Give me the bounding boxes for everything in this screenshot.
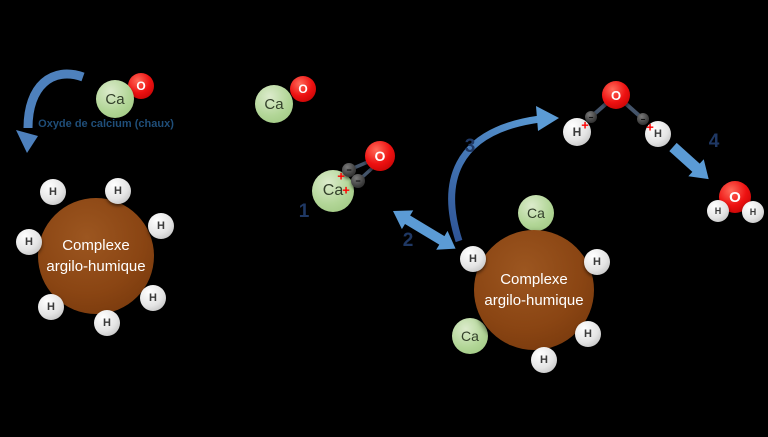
electron-charge-dot: − [351,174,365,188]
curved-arrow-lime-head-icon [16,130,38,153]
calcium-atom: Ca [96,80,134,118]
hydrogen-atom: H [575,321,601,347]
hydrogen-atom: H [584,249,610,275]
electron-charge-dot: − [342,163,356,177]
hydrogen-atom: H [94,310,120,336]
hydrogen-atom: H [531,347,557,373]
hydrogen-atom: H [16,229,42,255]
hydrogen-atom: H [563,118,591,146]
hydrogen-atom: H [645,121,671,147]
oxygen-atom: O [602,81,630,109]
arrow-step4-icon [669,142,709,180]
hydrogen-atom: H [140,285,166,311]
plus-charge-label: + [646,119,654,135]
hydrogen-atom: H [742,201,764,223]
curved-arrow-step3-head-icon [536,106,559,131]
lime-caption-label: Oxyde de calcium (chaux) [38,118,174,130]
step-number-label: 4 [708,131,720,152]
oxygen-atom: O [365,141,395,171]
hydrogen-atom: H [460,246,486,272]
calcium-atom: Ca [518,195,554,231]
hydrogen-atom: H [148,213,174,239]
electron-charge-dot: − [637,113,649,125]
calcium-atom: Ca [255,85,293,123]
oxygen-atom: O [290,76,316,102]
plus-charge-label: + [342,182,350,198]
hydrogen-atom: H [105,178,131,204]
electron-charge-dot: − [585,111,597,123]
hydrogen-atom: H [38,294,64,320]
curved-arrow-step3-icon [448,115,541,243]
step-number-label: 3 [464,136,476,157]
double-arrow-step2-icon [393,210,456,250]
calcium-atom: Ca [452,318,488,354]
plus-charge-label: + [581,117,589,133]
step-number-label: 2 [402,230,414,251]
curved-arrow-lime-icon [23,69,85,129]
hydrogen-atom: H [707,200,729,222]
plus-charge-label: + [337,168,345,184]
step-number-label: 1 [298,201,310,222]
hydrogen-atom: H [40,179,66,205]
clay-humus-complex: Complexe argilo-humique [474,230,594,350]
calcium-atom: Ca [312,170,354,212]
